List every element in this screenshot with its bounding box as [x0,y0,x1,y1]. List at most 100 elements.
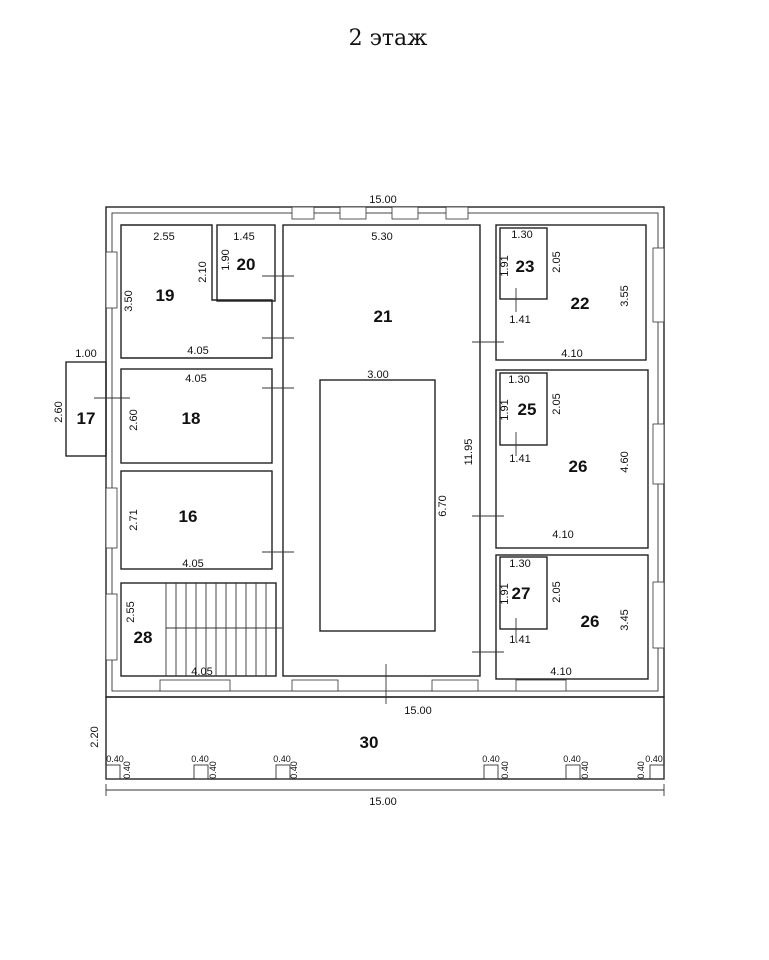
room-28-outline [120,582,277,677]
dim-r23-height: 1.91 [499,255,511,276]
dim-pillar: 0.40 [645,754,663,764]
dim-r19-width: 2.55 [153,231,174,243]
outer-wall-inner [111,212,659,692]
dim-r17-width: 1.00 [75,348,96,360]
pillar-dims: 0.40 0.40 0.40 0.40 0.40 0.40 0.40 0.40 … [106,754,663,779]
dim-top-overall: 15.00 [369,194,397,206]
room-label-28: 28 [134,628,153,647]
room-26b-outline [495,554,649,680]
dim-r27-width: 1.30 [509,558,530,570]
pillar [565,764,581,780]
dim-r27-height: 1.91 [499,583,511,604]
dim-r20-width: 1.45 [233,231,254,243]
dim-r19-bottom: 4.05 [187,345,208,357]
bottom-windows [159,679,567,692]
dim-pillar: 0.40 [500,761,510,779]
window [105,593,118,661]
window [652,247,665,323]
dim-r25-height2: 2.05 [551,393,563,414]
dim-pillar: 0.40 [289,761,299,779]
staircase [165,583,282,676]
dim-r23-height2: 2.05 [551,251,563,272]
window [105,251,118,309]
room-18-outline [120,368,273,464]
door-marks [94,275,517,704]
dim-r20-height: 1.90 [220,249,232,270]
dim-r21-inner-top: 3.00 [367,369,388,381]
room-25-outline [499,372,548,446]
room-label-18: 18 [182,409,201,428]
top-windows [291,206,469,220]
dim-r26b-height: 3.45 [619,609,631,630]
window [291,206,315,220]
page-title: 2 этаж [349,26,428,51]
room-label-23: 23 [516,257,535,276]
dim-r16-height: 2.71 [128,509,140,530]
dim-bottom-overall: 15.00 [369,796,397,808]
dim-r16-bottom: 4.05 [182,558,203,570]
room-label-26b: 26 [581,612,600,631]
dim-r26b-width2: 1.41 [509,634,530,646]
dim-r21-top: 5.30 [371,231,392,243]
window [515,679,567,692]
dim-r25-width: 1.30 [508,374,529,386]
dim-pillar: 0.40 [482,754,500,764]
window [391,206,419,220]
window [339,206,367,220]
window [291,679,339,692]
dim-r18-height: 2.60 [128,409,140,430]
dim-pillar: 0.40 [106,754,124,764]
window [431,679,479,692]
dim-pillar: 0.40 [208,761,218,779]
dim-r21-inner-height: 6.70 [437,495,449,516]
pillar [649,764,665,780]
room-19-outline [120,224,273,359]
dim-pillar: 0.40 [273,754,291,764]
dim-r25-height: 1.91 [499,399,511,420]
room-label-21: 21 [374,307,393,326]
dim-r17-height: 2.60 [53,401,65,422]
pillar [193,764,209,780]
pillar [483,764,499,780]
dim-r19-height: 3.50 [123,290,135,311]
window [105,487,118,549]
dim-r22-height: 3.55 [619,285,631,306]
room-label-16: 16 [179,507,198,526]
window [159,679,231,692]
room-16-outline [120,470,273,570]
dim-r21-height: 11.95 [463,439,475,466]
dim-r28-height: 2.55 [125,601,137,622]
window [652,423,665,485]
room-label-19: 19 [156,286,175,305]
dimension-lines [66,361,665,796]
room-30-outline [105,696,665,780]
dim-r27-height2: 2.05 [551,581,563,602]
pillars [105,764,665,780]
room-label-25: 25 [518,400,537,419]
dim-pillar: 0.40 [122,761,132,779]
dim-r30-height: 2.20 [89,726,101,747]
room-21-outline [282,224,481,677]
dim-pillar: 0.40 [580,761,590,779]
room-label-17: 17 [77,409,96,428]
dim-corridor-bottom: 15.00 [404,705,432,717]
room-27-outline [499,556,548,630]
window [652,581,665,649]
dim-r23-width: 1.30 [511,229,532,241]
room-label-20: 20 [237,255,256,274]
dim-r22-bottom: 4.10 [561,348,582,360]
dim-r19-height2: 2.10 [197,261,209,282]
pillar [105,764,121,780]
room-20-outline [216,224,276,302]
dim-r26b-bottom: 4.10 [550,666,571,678]
dim-r26a-width2: 1.41 [509,453,530,465]
dim-r26a-bottom: 4.10 [552,529,573,541]
room-label-27: 27 [512,584,531,603]
dim-r18-top: 4.05 [185,373,206,385]
dim-r22-width2: 1.41 [509,314,530,326]
room-23-outline [499,227,548,300]
pillar [275,764,291,780]
room-26a-outline [495,369,649,549]
dim-pillar: 0.40 [563,754,581,764]
room-22-outline [495,224,647,361]
